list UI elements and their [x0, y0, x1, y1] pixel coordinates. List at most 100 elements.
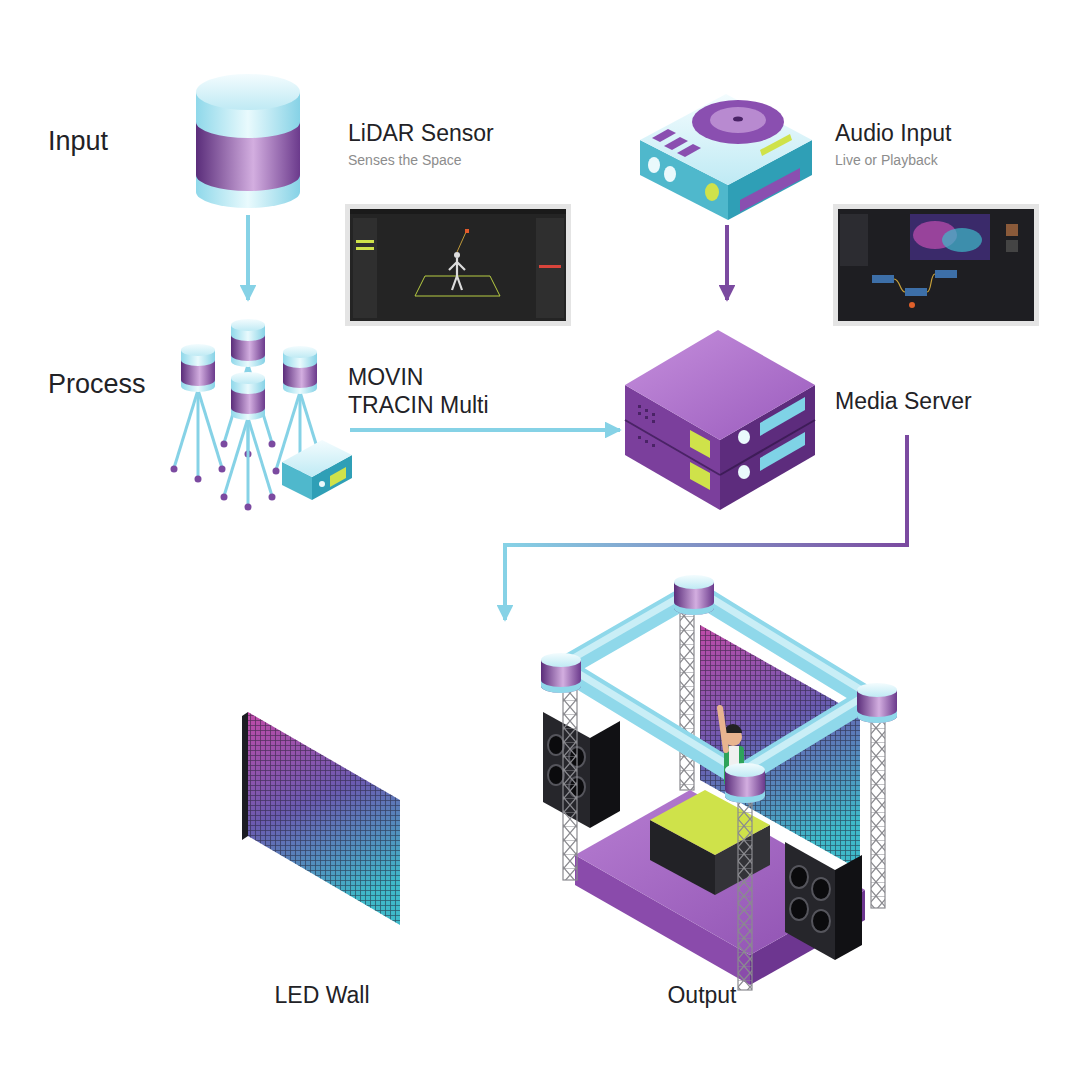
- tracking-software-screenshot-part: [536, 218, 564, 318]
- media-server-icon-part: [690, 462, 710, 490]
- stage-output-icon-part-part: [548, 735, 564, 755]
- node-title: LED Wall: [240, 982, 404, 1010]
- node-title: Media Server: [835, 388, 1000, 416]
- audio-turntable-icon-part: [652, 129, 676, 142]
- led-wall-icon: [242, 712, 400, 925]
- media-server-icon-part: [738, 465, 750, 479]
- media-server-icon-part-part: [645, 416, 648, 419]
- tripod-sensor-array-part: [319, 481, 325, 487]
- tracking-software-screenshot-part: [350, 209, 566, 214]
- node-subtitle: Live or Playback: [835, 152, 1035, 169]
- tracking-software-screenshot-part: [345, 204, 571, 326]
- media-server-icon-part-part: [652, 420, 655, 423]
- media-software-screenshot-part: [838, 209, 1034, 321]
- stage-output-icon-part: [724, 724, 742, 733]
- media-server-icon-part: [690, 430, 710, 458]
- flow-arrow: [350, 428, 620, 432]
- stage-output-icon-part: [725, 763, 765, 803]
- row-label: Process: [48, 369, 146, 400]
- node-title: Audio Input: [835, 120, 1035, 148]
- tripod-sensor-array-part: [330, 467, 346, 487]
- media-software-screenshot-part: [833, 204, 1039, 326]
- tracking-software-screenshot-part: [539, 265, 561, 268]
- node-subtitle: Senses the Space: [348, 152, 648, 169]
- tracking-software-screenshot-part: [356, 240, 374, 243]
- stage-output-icon-part: [835, 855, 862, 960]
- tripod-sensor-array: [171, 319, 353, 511]
- flow-arrow: [246, 215, 250, 300]
- led-wall-node: LED Wall: [240, 700, 410, 1020]
- media-software-screenshot-part: [840, 214, 868, 266]
- tracking-software-screenshot: [345, 204, 571, 326]
- media-server-icon-part-part: [638, 412, 641, 415]
- media-server-icon-part: [760, 397, 805, 436]
- stage-output-icon-part: [720, 708, 726, 750]
- process-node: MOVIN TRACIN Multi: [165, 300, 350, 510]
- audio-turntable-icon-part: [705, 183, 719, 201]
- node-title: LiDAR Sensor: [348, 120, 648, 148]
- stage-output-icon-part: [871, 708, 885, 908]
- led-wall-icon-part: [242, 712, 248, 840]
- media-software-screenshot-part: [894, 274, 935, 292]
- media-server-icon-part-part: [638, 405, 641, 408]
- stage-output-icon-part: [680, 600, 694, 790]
- media-software-screenshot-part: [909, 302, 915, 308]
- media-software-screenshot-part: [935, 270, 957, 278]
- media-server-icon-part: [738, 430, 750, 444]
- stage-output-icon-part: [541, 653, 581, 693]
- media-server-icon: [625, 330, 815, 510]
- flow-arrow: [505, 435, 907, 620]
- audio-turntable-icon-part: [677, 144, 701, 157]
- stage-output-icon: [541, 575, 897, 990]
- audio-turntable-icon: [640, 94, 812, 220]
- media-server-icon-part-part: [645, 409, 648, 412]
- flow-arrow: [725, 225, 729, 300]
- media-server-icon-part: [760, 432, 805, 471]
- node-title: Output: [627, 982, 777, 1010]
- audio-turntable-icon-part: [692, 100, 784, 144]
- stage-output-icon-part: [563, 680, 577, 880]
- media-software-screenshot-part: [872, 275, 894, 283]
- tracking-software-screenshot-part: [449, 258, 465, 290]
- tripod-sensor-array-part: [171, 344, 226, 483]
- stage-output-icon-part-part: [790, 898, 808, 920]
- audio-turntable-icon-part: [733, 117, 743, 122]
- lidar-sensor-icon-part: [196, 74, 300, 110]
- lidar-sensor-node: LiDAR SensorSenses the Space: [190, 70, 520, 215]
- audio-turntable-icon-part: [760, 134, 792, 156]
- media-server-icon-part: [625, 330, 815, 440]
- media-server-icon-part-part: [652, 444, 655, 447]
- tracking-software-screenshot-part: [457, 232, 466, 252]
- media-server-icon-part-part: [645, 440, 648, 443]
- stage-output-icon-part-part: [812, 878, 830, 900]
- output-node: Output: [500, 620, 880, 1020]
- audio-turntable-icon-part: [648, 157, 660, 173]
- tracking-software-screenshot-part: [454, 252, 460, 258]
- media-server-icon-part: [625, 420, 720, 475]
- row-label: Input: [48, 126, 108, 157]
- media-software-screenshot-part: [1006, 240, 1018, 252]
- media-software-screenshot: [833, 204, 1039, 326]
- stage-output-icon-part-part: [548, 765, 564, 785]
- stage-output-icon-part: [785, 842, 835, 960]
- media-software-screenshot-part: [942, 228, 982, 252]
- tripod-sensor-array-part: [221, 372, 276, 511]
- led-wall-icon-part: [248, 712, 400, 925]
- lidar-sensor-icon: [196, 74, 300, 208]
- tracking-software-screenshot-part: [465, 229, 469, 233]
- stage-output-icon-part: [857, 683, 897, 723]
- tracking-software-screenshot-part: [356, 247, 374, 250]
- tracking-software-screenshot-part: [350, 209, 566, 321]
- audio-turntable-icon-part: [664, 166, 676, 182]
- stage-output-icon-part-part: [812, 910, 830, 932]
- media-software-screenshot-part: [1006, 224, 1018, 236]
- stage-output-icon-part: [738, 790, 752, 990]
- led-wall-icon-part: [248, 712, 400, 925]
- stage-output-icon-part-part: [790, 866, 808, 888]
- media-server-icon-part-part: [638, 436, 641, 439]
- media-server-icon-part: [638, 405, 655, 447]
- audio-turntable-icon-part: [740, 168, 800, 212]
- stage-output-icon-part: [674, 575, 714, 615]
